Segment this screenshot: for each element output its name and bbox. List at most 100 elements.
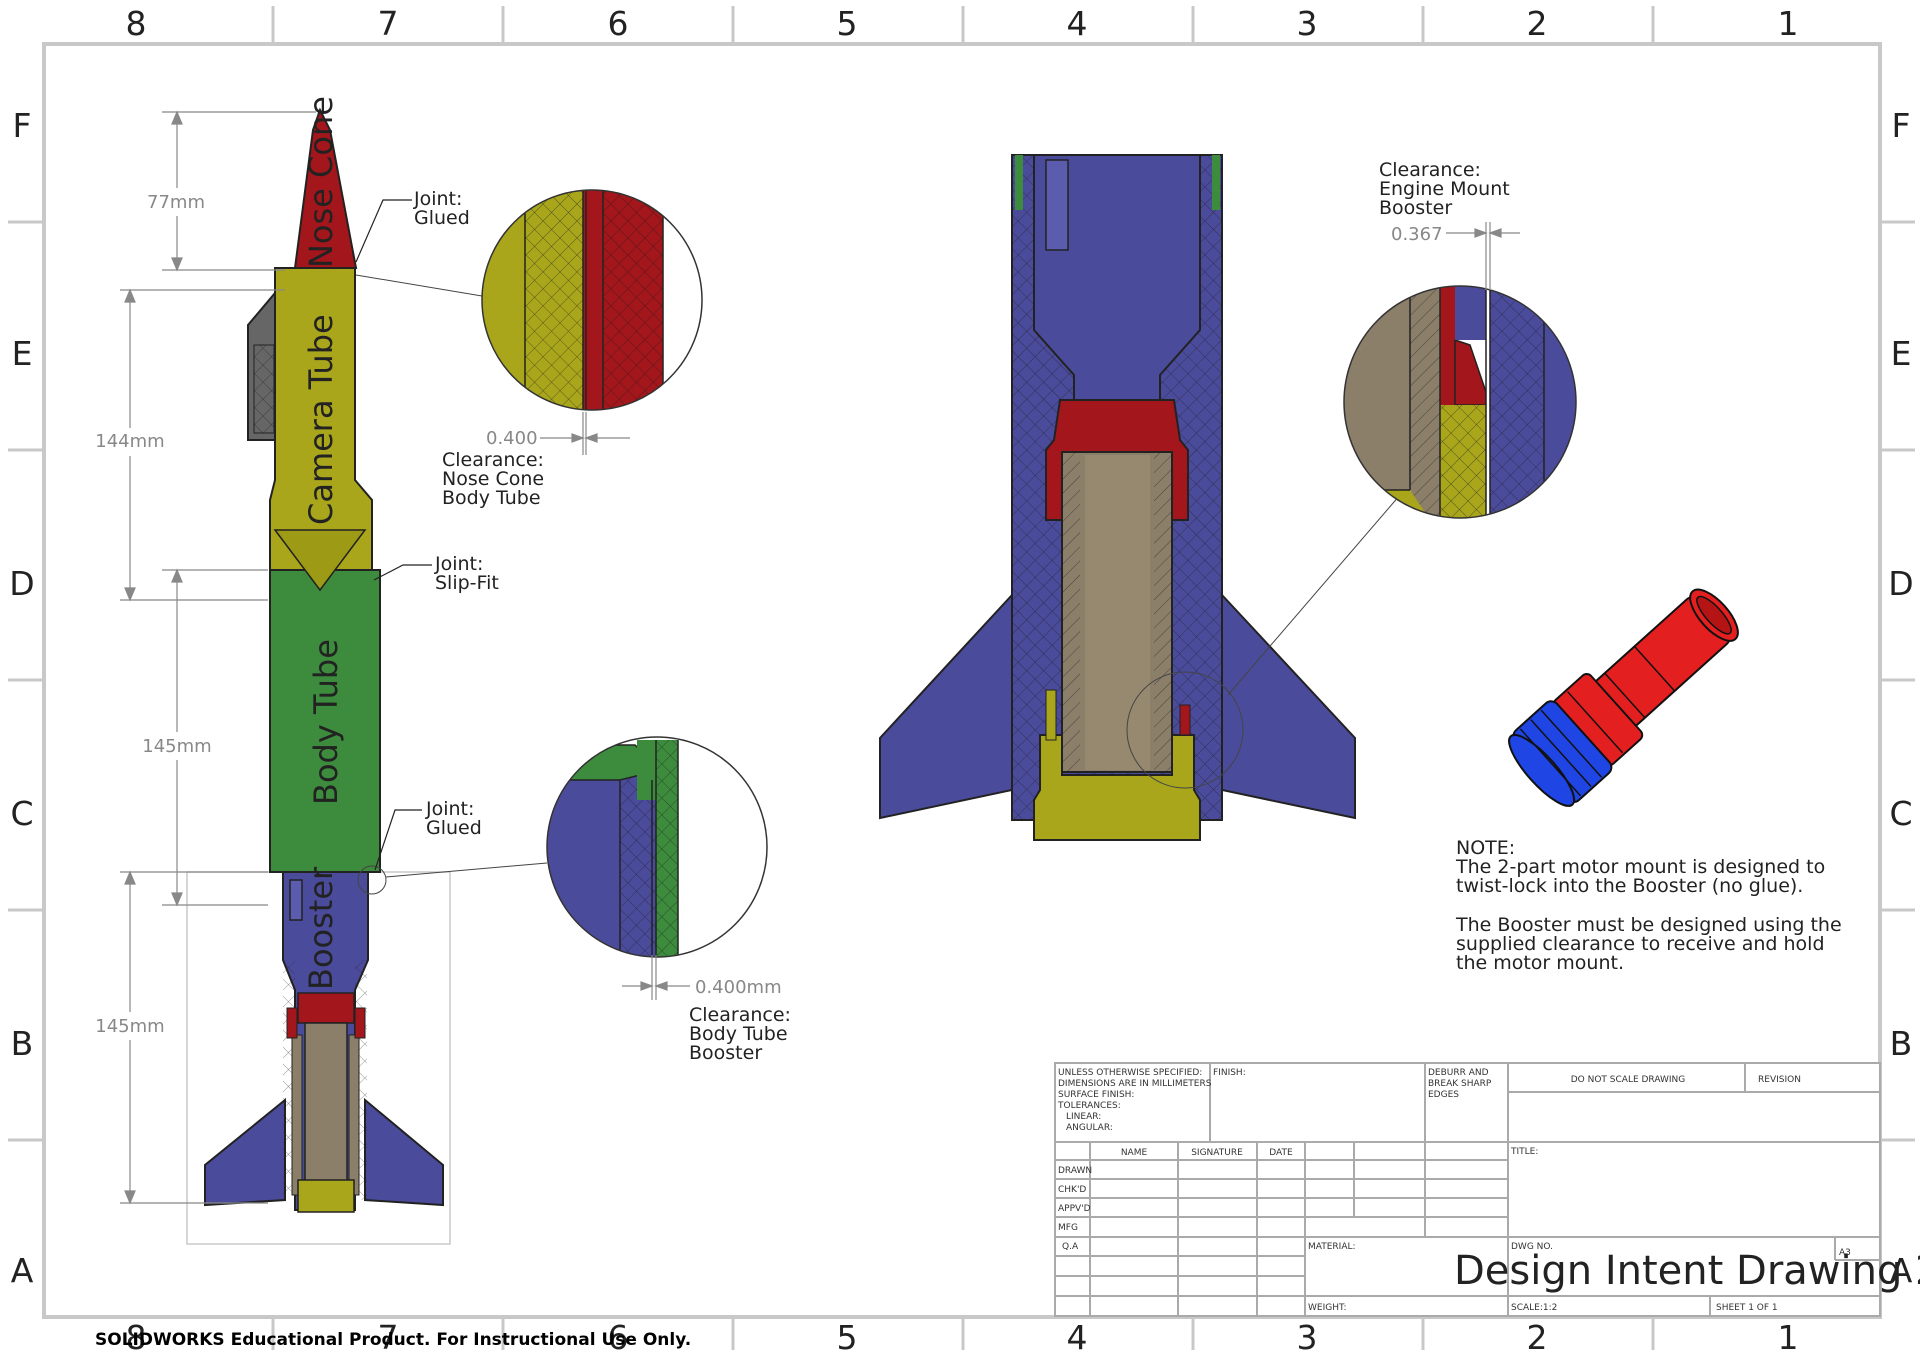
dim-camera-tube: 144mm bbox=[95, 431, 164, 452]
clearance-nose-line3: Body Tube bbox=[442, 487, 541, 509]
tb-finish: FINISH: bbox=[1213, 1068, 1246, 1078]
zone-col-6-bottom: 6 bbox=[608, 1318, 629, 1355]
zone-col-1-bottom: 1 bbox=[1778, 1318, 1799, 1355]
zone-col-4: 4 bbox=[1067, 4, 1088, 43]
nose-cone-label: Nose Cone bbox=[302, 96, 340, 268]
dim-body-tube: 145mm bbox=[142, 736, 211, 757]
clearance-nose-line2: Nose Cone bbox=[442, 468, 544, 490]
tb-material: MATERIAL: bbox=[1308, 1242, 1356, 1252]
zone-col-8: 8 bbox=[126, 4, 147, 43]
body-tube bbox=[269, 569, 381, 873]
zone-row-c-right: C bbox=[1889, 794, 1912, 833]
column-zone-labels-bottom: 8 7 6 5 4 3 2 1 bbox=[126, 1318, 1799, 1355]
clearance-engine-dim bbox=[1446, 222, 1520, 290]
joint-booster-line2: Glued bbox=[426, 817, 482, 839]
joint-booster-line1: Joint: bbox=[425, 798, 474, 820]
detail-nose-clearance bbox=[482, 190, 702, 410]
tb-sheet: SHEET 1 OF 1 bbox=[1716, 1303, 1778, 1313]
tb-name: NAME bbox=[1121, 1148, 1148, 1158]
zone-row-d: D bbox=[9, 564, 34, 603]
zone-col-2-bottom: 2 bbox=[1527, 1318, 1548, 1355]
column-zone-labels-top: 8 7 6 5 4 3 2 1 bbox=[126, 4, 1799, 43]
booster-label: Booster bbox=[302, 866, 340, 990]
clearance-nose-value: 0.400 bbox=[486, 428, 538, 449]
clearance-nose-dim bbox=[540, 412, 630, 455]
tb-deburr-3: EDGES bbox=[1428, 1090, 1459, 1100]
zone-col-5-bottom: 5 bbox=[837, 1318, 858, 1355]
zone-col-3: 3 bbox=[1297, 4, 1318, 43]
zone-col-4-bottom: 4 bbox=[1067, 1318, 1088, 1355]
tb-size: A3 bbox=[1839, 1248, 1851, 1258]
tb-chkd: CHK'D bbox=[1058, 1185, 1086, 1195]
tb-no-scale: DO NOT SCALE DRAWING bbox=[1571, 1075, 1686, 1085]
zone-col-1: 1 bbox=[1778, 4, 1799, 43]
clearance-body-line2: Body Tube bbox=[689, 1023, 788, 1045]
motor-mount-base bbox=[1033, 734, 1201, 841]
zone-col-5: 5 bbox=[837, 4, 858, 43]
note-line-3: The Booster must be designed using the bbox=[1455, 914, 1842, 936]
note-line-1: The 2-part motor mount is designed to bbox=[1455, 856, 1825, 878]
zone-row-a-right: A bbox=[1890, 1251, 1913, 1290]
clearance-engine-line3: Booster bbox=[1379, 197, 1452, 219]
tb-appvd: APPV'D bbox=[1058, 1204, 1091, 1214]
nose-cone bbox=[293, 107, 358, 269]
tb-dwg-no: DWG NO. bbox=[1511, 1242, 1553, 1252]
clearance-nose-line1: Clearance: bbox=[442, 449, 544, 471]
zone-col-7-bottom: 7 bbox=[378, 1318, 399, 1355]
right-fin bbox=[364, 1097, 444, 1207]
zone-row-c: C bbox=[10, 794, 33, 833]
zone-row-b-right: B bbox=[1890, 1024, 1913, 1063]
zone-col-7: 7 bbox=[378, 4, 399, 43]
note-line-5: the motor mount. bbox=[1456, 952, 1624, 974]
clearance-body-line3: Booster bbox=[689, 1042, 762, 1064]
note-line-2: twist-lock into the Booster (no glue). bbox=[1456, 875, 1803, 897]
zone-col-6: 6 bbox=[608, 4, 629, 43]
clearance-engine-line1: Clearance: bbox=[1379, 159, 1481, 181]
tb-spec-3: SURFACE FINISH: bbox=[1058, 1090, 1134, 1100]
clearance-engine-value: 0.367 bbox=[1391, 224, 1443, 245]
tb-date: DATE bbox=[1269, 1148, 1293, 1158]
design-note: NOTE: The 2-part motor mount is designed… bbox=[1455, 837, 1842, 974]
tb-weight: WEIGHT: bbox=[1308, 1303, 1347, 1313]
detail-engine-clearance bbox=[1344, 286, 1576, 518]
left-fin bbox=[204, 1097, 286, 1207]
tb-drawn: DRAWN bbox=[1058, 1166, 1092, 1176]
joint-leaders bbox=[355, 199, 432, 871]
tb-deburr-2: BREAK SHARP bbox=[1428, 1079, 1492, 1089]
joint-nose-line2: Glued bbox=[414, 207, 470, 229]
note-heading: NOTE: bbox=[1456, 837, 1515, 859]
motor-mount-isometric bbox=[1508, 588, 1739, 807]
tb-signature: SIGNATURE bbox=[1191, 1148, 1243, 1158]
zone-row-d-right: D bbox=[1888, 564, 1913, 603]
clearance-body-line1: Clearance: bbox=[689, 1004, 791, 1026]
row-zone-labels-left: F E D C B A bbox=[9, 106, 34, 1290]
joint-nose-line1: Joint: bbox=[413, 188, 462, 210]
joint-body-line2: Slip-Fit bbox=[435, 572, 499, 594]
section-left-fin bbox=[879, 592, 1013, 820]
tb-spec-4: TOLERANCES: bbox=[1057, 1101, 1121, 1111]
zone-col-3-bottom: 3 bbox=[1297, 1318, 1318, 1355]
zone-col-2: 2 bbox=[1527, 4, 1548, 43]
zone-row-e-right: E bbox=[1891, 334, 1912, 373]
tb-spec-6: ANGULAR: bbox=[1066, 1123, 1113, 1133]
tb-revision: REVISION bbox=[1758, 1075, 1801, 1085]
tb-mfg: MFG bbox=[1058, 1223, 1078, 1233]
body-tube-label: Body Tube bbox=[307, 639, 345, 805]
educational-footer: SOLIDWORKS Educational Product. For Inst… bbox=[95, 1330, 691, 1350]
drawing-title: Design Intent Drawing 2A bbox=[1454, 1248, 1920, 1294]
tb-qa: Q.A bbox=[1062, 1242, 1079, 1252]
dim-nose-cone: 77mm bbox=[147, 192, 205, 213]
zone-row-f: F bbox=[13, 106, 32, 145]
tb-title-label: TITLE: bbox=[1510, 1147, 1538, 1157]
tb-deburr-1: DEBURR AND bbox=[1428, 1068, 1489, 1078]
dim-booster: 145mm bbox=[95, 1016, 164, 1037]
rocket-side-view: Nose Cone Camera Tube Body Tube Booster bbox=[186, 96, 451, 1245]
joint-body-line1: Joint: bbox=[434, 553, 483, 575]
row-zone-labels-right: F E D C B A bbox=[1888, 106, 1913, 1290]
zone-row-f-right: F bbox=[1892, 106, 1911, 145]
detail-body-clearance bbox=[547, 737, 767, 957]
clearance-engine-line2: Engine Mount bbox=[1379, 178, 1510, 200]
tb-spec-2: DIMENSIONS ARE IN MILLIMETERS bbox=[1058, 1079, 1212, 1089]
zone-col-8-bottom: 8 bbox=[126, 1318, 147, 1355]
camera-tube bbox=[269, 267, 373, 571]
